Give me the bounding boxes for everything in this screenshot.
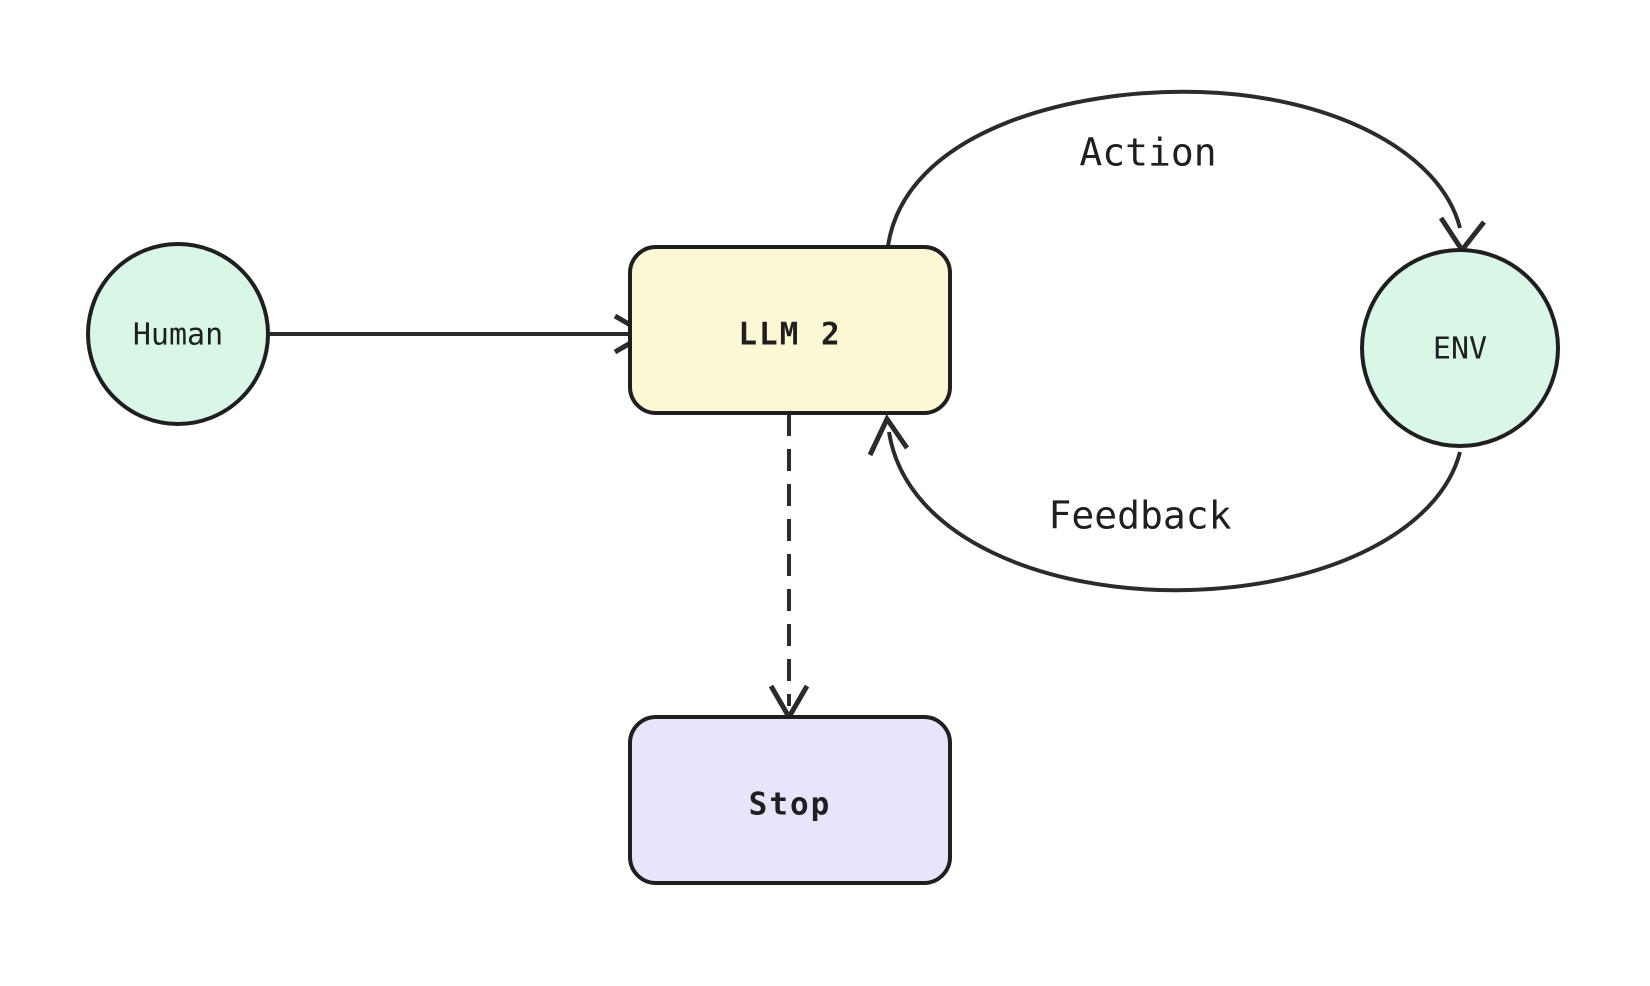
node-env-label: ENV — [1433, 332, 1487, 367]
edge-label-feedback: Feedback — [1048, 494, 1231, 538]
node-human-label: Human — [133, 318, 223, 353]
node-human-circle[interactable] — [86, 242, 270, 426]
node-llm2-label: LLM 2 — [738, 317, 841, 353]
node-llm2-box[interactable] — [628, 245, 952, 415]
node-human[interactable]: Human — [86, 242, 270, 426]
edge-label-action: Action — [1079, 131, 1216, 175]
node-stop-label: Stop — [749, 787, 832, 823]
edge-env-to-llm2-curve — [887, 431, 1462, 593]
arrowhead-into-llm2-bottom — [867, 414, 910, 457]
edge-llm2-to-stop — [768, 414, 810, 722]
edge-human-to-llm2 — [270, 313, 651, 355]
node-env[interactable]: ENV — [1360, 248, 1560, 448]
edge-llm2-to-env-curve — [886, 89, 1462, 247]
node-env-circle[interactable] — [1360, 248, 1560, 448]
node-llm2[interactable]: LLM 2 — [628, 245, 952, 415]
edge-env-to-llm2 — [867, 414, 1462, 593]
node-stop-box[interactable] — [628, 715, 952, 885]
node-stop[interactable]: Stop — [628, 715, 952, 885]
arrowhead-into-env-top — [1438, 216, 1486, 255]
